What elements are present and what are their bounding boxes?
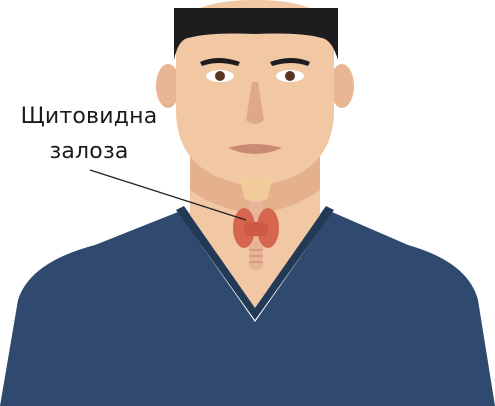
thyroid-label-line2: залоза: [14, 138, 164, 166]
right-iris: [285, 71, 295, 81]
thyroid-label-line1: Щитовидна: [14, 103, 164, 131]
left-iris: [215, 71, 225, 81]
larynx: [240, 178, 272, 202]
